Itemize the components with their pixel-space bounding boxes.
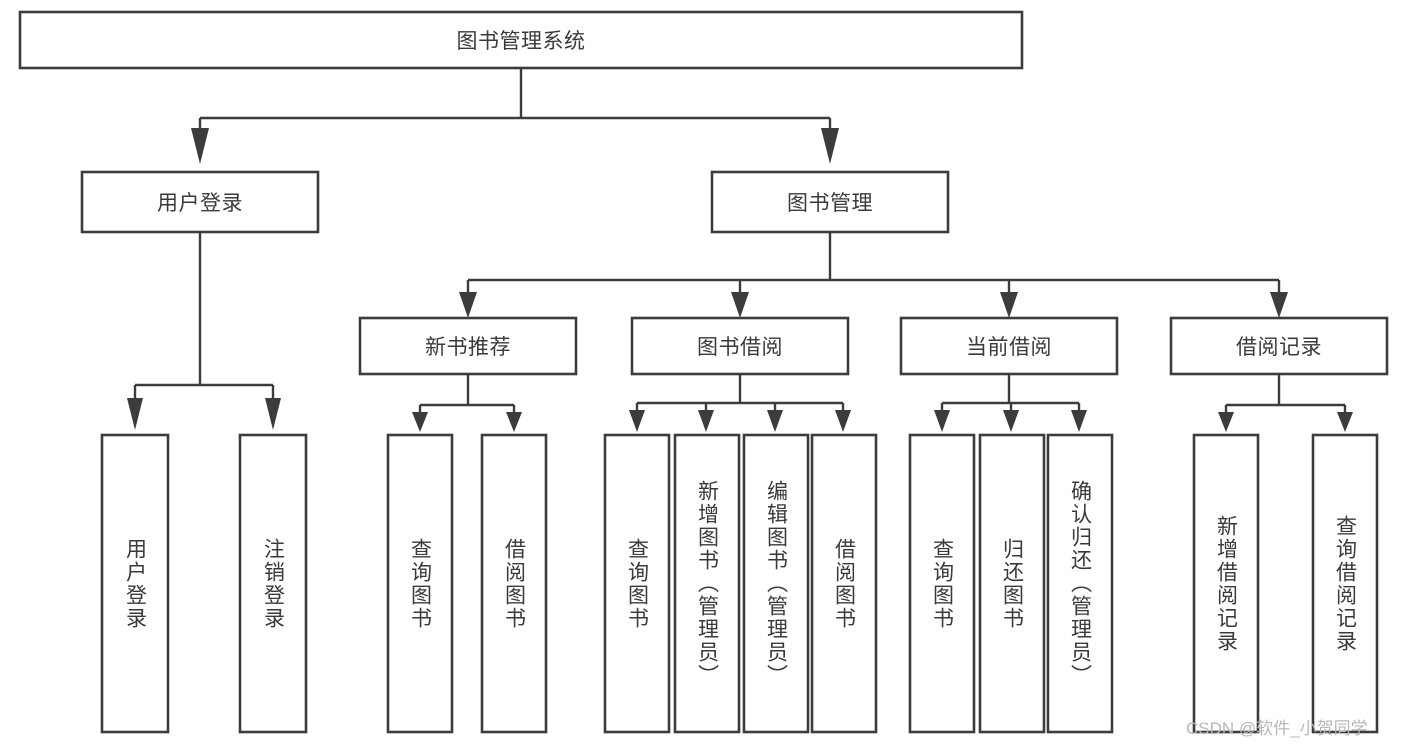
arrowhead-bb-leaf-3	[767, 410, 783, 432]
leaf-box-bb-edit-book[interactable]	[742, 433, 810, 734]
leaf-box-br-add-record[interactable]	[1192, 433, 1260, 734]
leaf-box-user-login[interactable]	[100, 433, 170, 734]
leaf-box-cb-confirm-return[interactable]	[1046, 433, 1114, 734]
leaf-box-cb-query-book[interactable]	[908, 433, 976, 734]
leaf-box-logout[interactable]	[238, 433, 308, 734]
node-box-user-login[interactable]	[80, 170, 320, 234]
node-box-current-borrow[interactable]	[899, 316, 1119, 376]
arrowhead-new-book	[459, 292, 477, 318]
arrowhead-cb-leaf-3	[1071, 410, 1087, 432]
node-box-borrow-record[interactable]	[1169, 316, 1389, 376]
arrowhead-bb-leaf-1	[629, 410, 645, 432]
leaf-box-br-query-record[interactable]	[1311, 433, 1379, 734]
arrowhead-leaf-logout	[265, 398, 281, 430]
arrowhead-current-borrow	[1000, 292, 1018, 318]
node-box-root[interactable]	[18, 10, 1024, 70]
leaf-box-bb-borrow-book[interactable]	[810, 433, 878, 734]
node-box-book-manage[interactable]	[710, 170, 950, 234]
leaf-box-nbr-borrow-book[interactable]	[480, 433, 548, 734]
node-box-book-borrow[interactable]	[630, 316, 850, 376]
arrowhead-cb-leaf-2	[1003, 410, 1019, 432]
leaf-box-cb-return-book[interactable]	[978, 433, 1046, 734]
leaf-box-bb-query-book[interactable]	[603, 433, 671, 734]
arrowhead-br-leaf-2	[1337, 412, 1353, 432]
arrowhead-bb-leaf-2	[698, 410, 714, 432]
node-box-new-book-recommend[interactable]	[358, 316, 578, 376]
arrowhead-nbr-leaf-2	[506, 412, 522, 432]
arrowhead-cb-leaf-1	[934, 410, 950, 432]
arrowhead-user-login	[191, 128, 209, 164]
leaf-box-bb-add-book[interactable]	[673, 433, 741, 734]
arrowhead-leaf-user-login	[127, 398, 143, 430]
arrowhead-bb-leaf-4	[835, 410, 851, 432]
arrowhead-nbr-leaf-1	[412, 412, 428, 432]
arrowhead-borrow-record	[1270, 292, 1288, 318]
arrowhead-book-manage	[821, 128, 839, 164]
arrowhead-book-borrow	[731, 292, 749, 318]
arrowhead-br-leaf-1	[1218, 412, 1234, 432]
leaf-box-nbr-query-book[interactable]	[386, 433, 454, 734]
